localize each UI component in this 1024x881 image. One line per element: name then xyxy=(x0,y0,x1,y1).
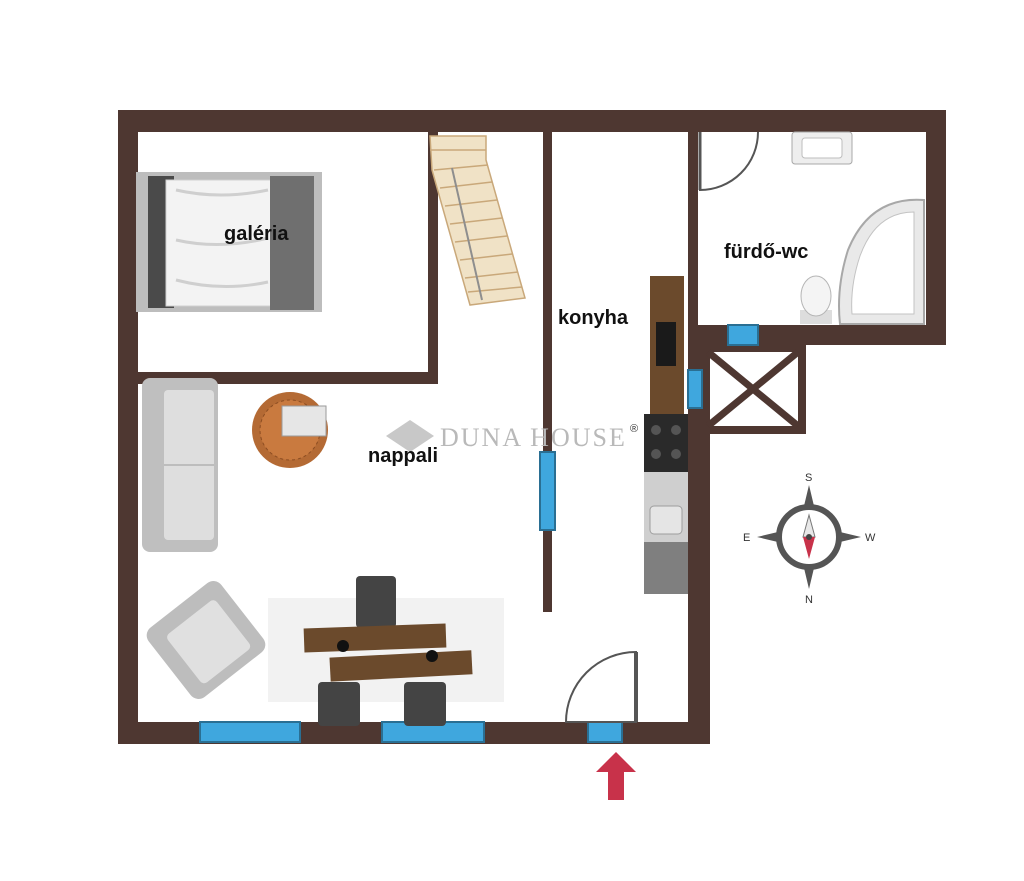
watermark-text: DUNA HOUSE xyxy=(440,423,627,452)
compass-label-top: S xyxy=(805,472,812,484)
round-table xyxy=(252,392,328,468)
wall-bathroom-left xyxy=(688,110,698,345)
window-bathroom xyxy=(727,324,759,346)
chair-top xyxy=(356,576,396,628)
windows xyxy=(199,324,759,743)
window-kitchen-side xyxy=(687,369,703,409)
wall-shaft-right xyxy=(798,344,806,434)
window-partition xyxy=(539,451,556,531)
window-entrance xyxy=(587,721,623,743)
bathroom-fixtures xyxy=(791,131,925,325)
watermark-registered-mark: ® xyxy=(630,423,638,435)
compass: S N E W xyxy=(743,472,876,606)
wall-gallery-right xyxy=(428,132,438,384)
table-board-1 xyxy=(303,623,447,653)
wall-left xyxy=(118,110,138,744)
kitchen-units xyxy=(644,276,688,594)
wall-shaft-bottom xyxy=(698,426,806,434)
wall-shaft-top xyxy=(698,344,806,352)
toilet-bowl xyxy=(800,275,832,317)
shaft-cross xyxy=(705,349,801,429)
wall-bathroom-bottom xyxy=(688,325,946,345)
chair-bottom-right xyxy=(404,682,446,726)
watermark: DUNA HOUSE ® xyxy=(386,420,638,452)
staircase xyxy=(429,135,526,306)
compass-label-left: E xyxy=(743,532,750,544)
stove xyxy=(644,414,688,472)
armchair xyxy=(146,581,266,699)
chair-bottom-left xyxy=(318,682,360,726)
wall-kitchen-partition xyxy=(543,132,552,612)
duna-house-logo-icon xyxy=(386,420,434,452)
wall-right-upper xyxy=(926,110,946,345)
room-label-furdo-wc: fürdő-wc xyxy=(724,241,808,263)
room-label-galeria: galéria xyxy=(224,223,289,245)
room-label-nappali: nappali xyxy=(368,445,438,467)
wall-top xyxy=(118,110,946,132)
room-label-konyha: konyha xyxy=(558,307,629,329)
compass-label-right: W xyxy=(865,532,876,544)
compass-label-bottom: N xyxy=(805,594,813,606)
entrance-door xyxy=(564,650,638,723)
fridge xyxy=(644,542,688,594)
entrance-arrow-icon xyxy=(596,752,636,800)
bed xyxy=(136,172,322,312)
bathroom-door xyxy=(698,131,759,192)
sofa xyxy=(142,378,218,552)
dining-area xyxy=(268,576,504,726)
sink xyxy=(649,505,683,535)
oven xyxy=(656,322,676,366)
window-bottom-1 xyxy=(199,721,301,743)
